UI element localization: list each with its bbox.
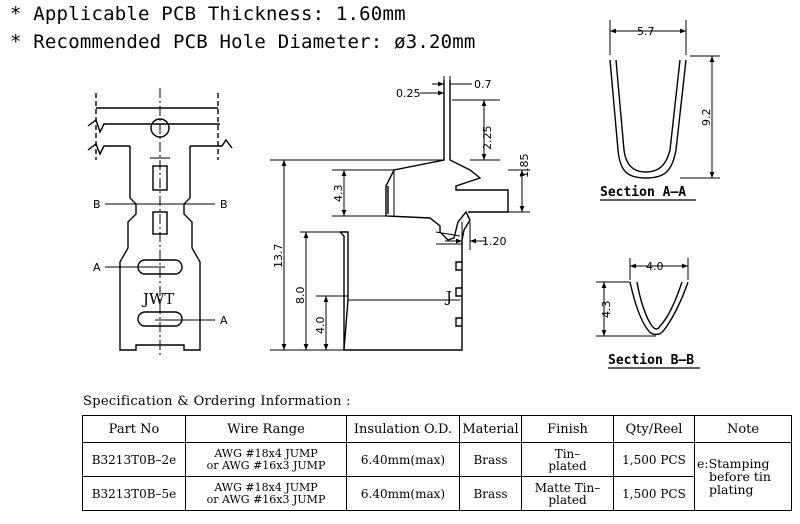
spec-heading: Specification & Ordering Information : bbox=[83, 394, 351, 409]
label-a-left: A bbox=[93, 261, 101, 274]
wire-range-line2: or AWG #16x3 JUMP bbox=[206, 492, 326, 506]
dim-0-25: 0.25 bbox=[396, 87, 421, 100]
label-b-right: B bbox=[220, 198, 228, 211]
dim-2-25: 2.25 bbox=[481, 126, 494, 151]
finish-line1: Matte Tin– bbox=[534, 480, 601, 495]
cell-qty: 1,500 PCS bbox=[613, 476, 695, 511]
header-wire-range: Wire Range bbox=[185, 415, 347, 443]
cell-part-no: B3213T0B–2e bbox=[82, 442, 186, 477]
header-finish: Finish bbox=[521, 415, 614, 443]
section-aa-title: Section A–A bbox=[600, 185, 686, 200]
note-line3: plating bbox=[709, 482, 754, 497]
dim-0-7: 0.7 bbox=[474, 78, 492, 91]
note-line1: e:Stamping bbox=[697, 456, 770, 471]
brand-mark-j: J bbox=[444, 288, 452, 306]
cell-qty: 1,500 PCS bbox=[613, 442, 695, 477]
section-aa-view bbox=[600, 20, 720, 201]
cell-finish: Tin– plated bbox=[521, 442, 614, 477]
wire-range-line1: AWG #18x4 JUMP bbox=[214, 446, 318, 460]
header-note: Note bbox=[694, 415, 792, 443]
note-line2: before tin bbox=[709, 469, 771, 484]
pcb-hole-diameter-note: * Recommended PCB Hole Diameter: ø3.20mm bbox=[10, 31, 476, 53]
header-material: Material bbox=[459, 415, 522, 443]
header-part-no: Part No bbox=[82, 415, 186, 443]
finish-line2: plated bbox=[548, 458, 587, 473]
pcb-thickness-note: * Applicable PCB Thickness: 1.60mm bbox=[10, 3, 406, 25]
header-qty: Qty/Reel bbox=[613, 415, 695, 443]
brand-mark-jwt: JWT bbox=[141, 290, 174, 308]
label-b-left: B bbox=[93, 198, 101, 211]
front-view bbox=[87, 88, 233, 355]
wire-range-line1: AWG #18x4 JUMP bbox=[214, 480, 318, 494]
cell-wire-range: AWG #18x4 JUMP or AWG #16x3 JUMP bbox=[185, 476, 347, 511]
wire-range-line2: or AWG #16x3 JUMP bbox=[206, 458, 326, 472]
dim-5-7: 5.7 bbox=[637, 25, 655, 38]
finish-line2: plated bbox=[548, 492, 587, 507]
dim-9-2: 9.2 bbox=[700, 109, 713, 127]
side-view bbox=[270, 76, 530, 351]
section-bb-view bbox=[596, 258, 700, 369]
table-row: B3213T0B–2e AWG #18x4 JUMP or AWG #16x3 … bbox=[82, 442, 792, 511]
cell-insulation: 6.40mm(max) bbox=[346, 476, 460, 511]
table-header-row: Part No Wire Range Insulation O.D. Mater… bbox=[82, 415, 792, 443]
cell-insulation: 6.40mm(max) bbox=[346, 442, 460, 477]
dim-4-3-sec: 4.3 bbox=[600, 301, 613, 319]
dim-4-0-sec: 4.0 bbox=[646, 260, 664, 273]
cell-note: e:Stamping before tin plating bbox=[694, 442, 792, 511]
dim-1-20: 1.20 bbox=[482, 235, 507, 248]
dim-8-0: 8.0 bbox=[294, 287, 307, 305]
dim-4-0-side: 4.0 bbox=[314, 317, 327, 335]
cell-wire-range: AWG #18x4 JUMP or AWG #16x3 JUMP bbox=[185, 442, 347, 477]
section-bb-title: Section B–B bbox=[608, 353, 694, 368]
spec-table: Part No Wire Range Insulation O.D. Mater… bbox=[82, 415, 792, 511]
table-row: B3213T0B–5e AWG #18x4 JUMP or AWG #16x3 … bbox=[82, 476, 792, 511]
dim-1-85: 1.85 bbox=[518, 154, 531, 179]
technical-drawing: B B A A JWT J 0.25 0.7 2.25 1.85 4.3 13.… bbox=[87, 20, 720, 369]
dim-13-7: 13.7 bbox=[272, 244, 285, 269]
dim-4-3-side: 4.3 bbox=[332, 185, 345, 203]
cell-part-no: B3213T0B–5e bbox=[82, 476, 186, 511]
cell-material: Brass bbox=[459, 476, 522, 511]
finish-line1: Tin– bbox=[554, 446, 581, 461]
cell-material: Brass bbox=[459, 442, 522, 477]
cell-finish: Matte Tin– plated bbox=[521, 476, 614, 511]
header-insulation: Insulation O.D. bbox=[346, 415, 460, 443]
label-a-right: A bbox=[220, 314, 228, 327]
